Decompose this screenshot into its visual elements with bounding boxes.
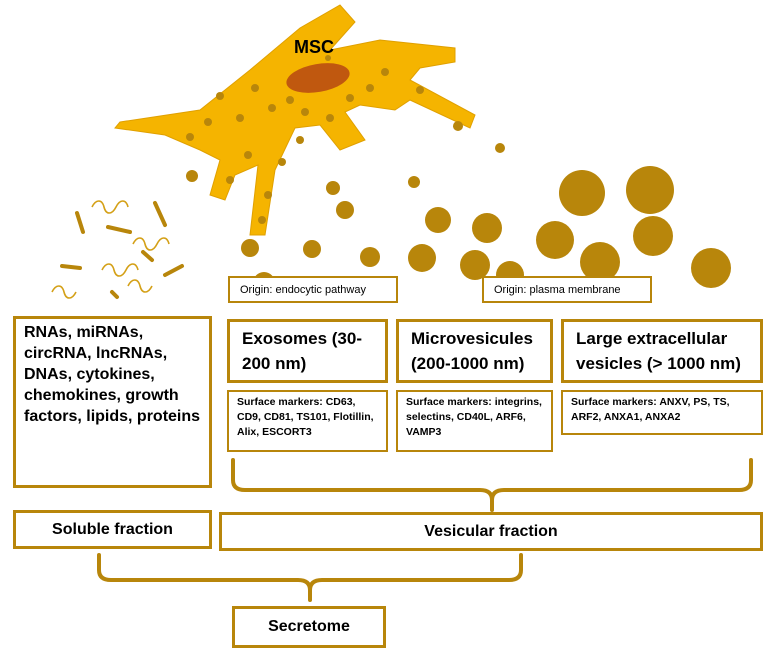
nucleus bbox=[286, 63, 350, 93]
exosomes-title-box: Exosomes (30-200 nm) bbox=[227, 319, 388, 383]
soluble-contents-box: RNAs, miRNAs, circRNA, lncRNAs, DNAs, cy… bbox=[13, 316, 212, 488]
origin-endocytic: Origin: endocytic pathway bbox=[228, 276, 398, 303]
soluble-factors bbox=[60, 201, 184, 299]
large-ev-markers-box: Surface markers: ANXV, PS, TS, ARF2, ANX… bbox=[561, 390, 763, 435]
microvesicles-markers-box: Surface markers: integrins, selectins, C… bbox=[396, 390, 553, 452]
soluble-fraction-box: Soluble fraction bbox=[13, 510, 212, 549]
vesicular-fraction-box: Vesicular fraction bbox=[219, 512, 763, 551]
secretome-box: Secretome bbox=[232, 606, 386, 648]
cell-granules bbox=[186, 55, 424, 224]
large-ev-title-box: Large extracellular vesicles (> 1000 nm) bbox=[561, 319, 763, 383]
large-vesicle-particles bbox=[536, 166, 731, 288]
origin-plasma-membrane: Origin: plasma membrane bbox=[482, 276, 652, 303]
msc-cell bbox=[114, 4, 476, 236]
rna-coils bbox=[51, 200, 170, 299]
msc-label: MSC bbox=[294, 37, 334, 57]
secretome-brace bbox=[97, 553, 523, 602]
vesicular-brace bbox=[231, 458, 753, 512]
microvesicles-title-box: Microvesicules (200-1000 nm) bbox=[396, 319, 553, 383]
exosomes-markers-box: Surface markers: CD63, CD9, CD81, TS101,… bbox=[227, 390, 388, 452]
